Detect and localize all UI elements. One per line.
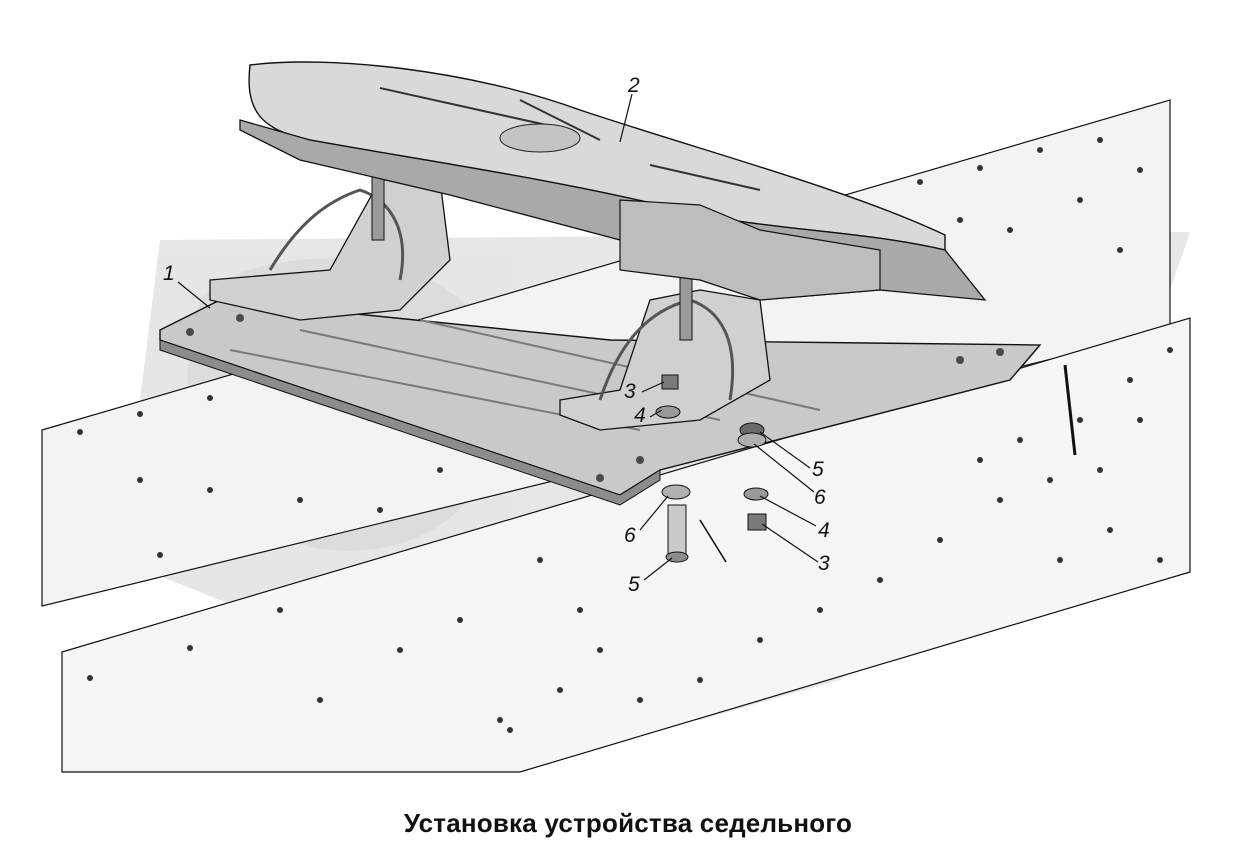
mounting-plate-bolt-holes [186, 306, 1004, 482]
bracket-left [209, 179, 451, 321]
washer-part-6-lower [661, 484, 691, 500]
nut-part-3-upper [661, 374, 679, 390]
callout-labels: 1 2 3 4 5 6 4 3 6 5 [163, 74, 830, 596]
callout-1: 1 [163, 262, 175, 285]
callout-2: 2 [627, 74, 640, 97]
leader-4b [759, 495, 817, 527]
bolt-part-5-lower [667, 504, 687, 556]
mounting-plate-edge [159, 339, 661, 506]
leader-3a [641, 381, 665, 393]
nut-part-3-lower [747, 513, 767, 531]
saddle-plate-part-2 [239, 61, 987, 301]
washer-part-6-upper [737, 432, 767, 448]
saddle-plate-throat-slot [379, 87, 761, 191]
fasteners-upper [655, 374, 767, 448]
assembly-axis-line [699, 519, 727, 563]
washer-part-4-upper [655, 405, 681, 419]
callout-6-upper: 6 [814, 486, 826, 509]
bracket-left-inner-arch [268, 188, 405, 281]
callout-5-upper: 5 [812, 458, 824, 481]
callout-3-lower: 3 [818, 552, 830, 575]
callout-5-lower: 5 [628, 573, 640, 596]
frame-slot-mark [1063, 364, 1077, 456]
leader-1 [177, 281, 211, 309]
leader-2 [619, 93, 633, 143]
figure-caption: Установка устройства седельного [403, 808, 853, 838]
callout-4-lower: 4 [818, 519, 830, 542]
bolt-head-part-5-lower [665, 551, 689, 563]
callout-3-upper: 3 [624, 380, 636, 403]
bracket-supports [209, 169, 771, 431]
leader-3b [761, 523, 819, 563]
leader-4a [649, 409, 663, 418]
frame-rivet-holes [77, 137, 1173, 733]
leader-lines [177, 93, 819, 581]
bracket-pin-left [371, 169, 385, 241]
leader-6a [753, 443, 815, 493]
fifth-wheel-assembly-drawing: 1 2 3 4 5 6 4 3 6 5 [41, 61, 1191, 773]
saddle-plate-center-boss [499, 123, 581, 153]
leader-5b [643, 557, 673, 581]
bracket-pin-right [679, 269, 693, 341]
saddle-plate-housing [619, 199, 881, 301]
bracket-right [559, 289, 771, 431]
callout-4-upper: 4 [634, 404, 646, 427]
leader-5a [759, 431, 811, 469]
callout-6-lower: 6 [624, 524, 636, 547]
fasteners-lower [661, 484, 769, 563]
leader-6b [639, 495, 669, 531]
